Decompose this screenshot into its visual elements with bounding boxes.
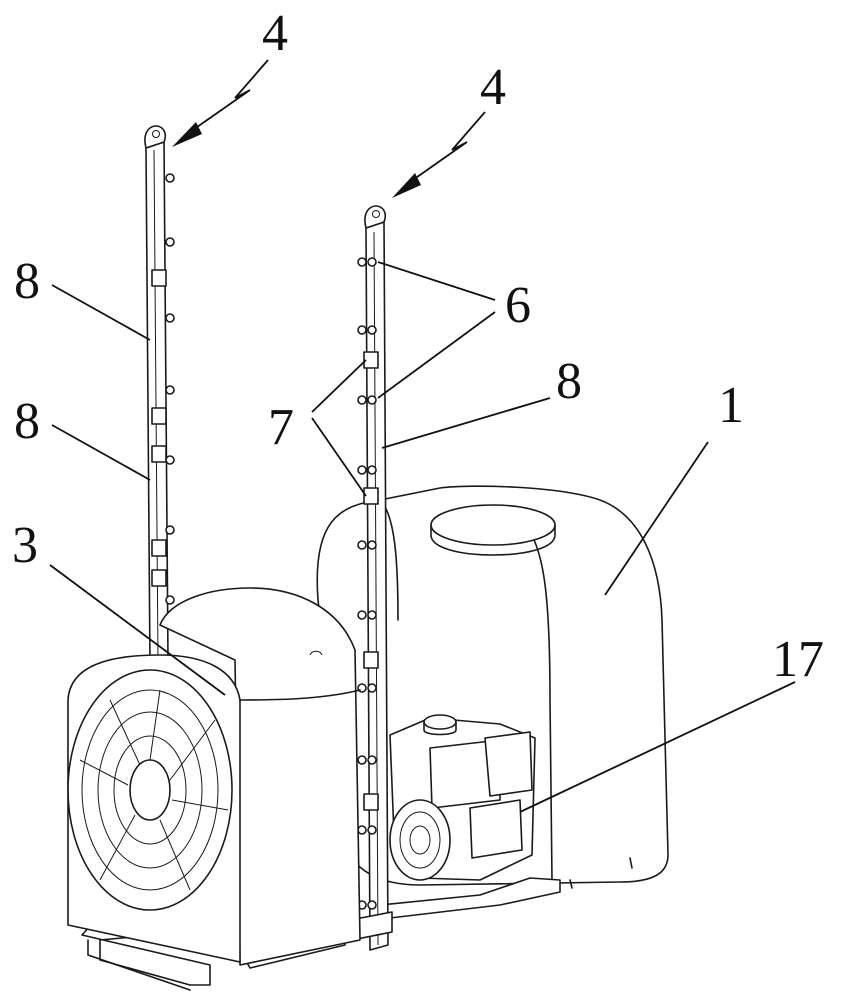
right-boom-clamps [363,351,379,811]
label-8-upper-left: 8 [14,253,40,310]
label-7: 7 [268,399,294,456]
right-boom-nozzles [357,257,377,910]
fan-housing [67,587,361,966]
fan-hub [129,759,171,821]
left-boom-clamps [151,269,167,587]
label-3: 3 [12,517,38,574]
left-boom-nozzles [165,173,175,605]
left-boom [144,125,175,666]
label-4-left: 4 [262,5,288,62]
label-8-right: 8 [556,353,582,410]
label-17: 17 [772,631,824,688]
right-boom [349,205,393,951]
tank-lid [430,504,556,546]
leader-lines [49,59,796,813]
label-4-right: 4 [480,59,506,116]
label-8-lower-left: 8 [14,393,40,450]
pulley [389,799,451,881]
label-1: 1 [718,377,744,434]
label-6: 6 [505,277,531,334]
engine [389,714,536,881]
part-labels: 4 4 8 8 8 6 7 1 3 17 [12,5,824,688]
